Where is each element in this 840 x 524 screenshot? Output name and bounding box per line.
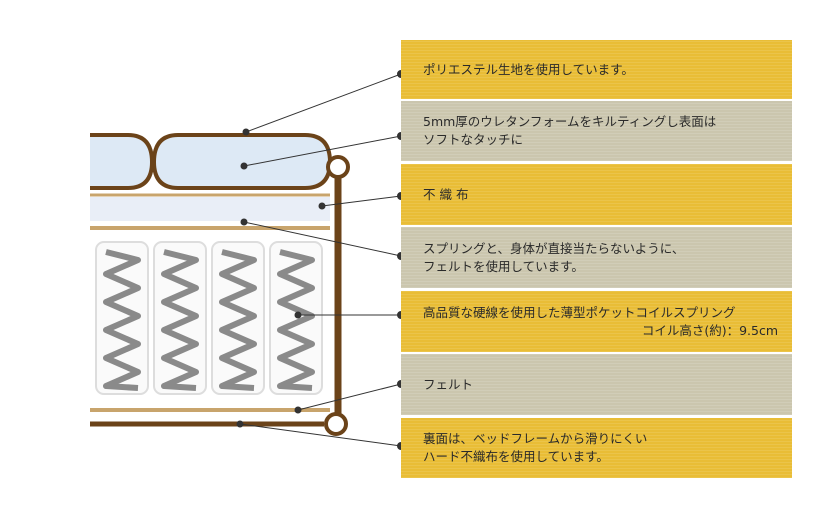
label-bottom-line1: 裏面は、ベッドフレームから滑りにくい: [423, 431, 648, 446]
label-coil-height: コイル高さ(約)：9.5cm: [641, 322, 778, 338]
leader-dot-nonwoven: [318, 202, 326, 210]
label-fabric: ポリエステル生地を使用しています。: [401, 40, 792, 99]
leader-foam: [243, 135, 402, 167]
leader-dot-bottom: [236, 420, 244, 428]
coil-pocket-2: [153, 241, 207, 395]
coil-pocket-1: [95, 241, 149, 395]
coil-pocket-3: [211, 241, 265, 395]
frame-ring-top: [326, 155, 350, 179]
leader-dot-coil: [294, 311, 302, 319]
quilt-left-pillow: [90, 135, 152, 188]
leader-dot-felt: [294, 406, 302, 414]
label-felt-note: スプリングと、身体が直接当たらないように、 フェルトを使用しています。: [401, 227, 792, 288]
label-foam-line2: ソフトなタッチに: [423, 132, 524, 147]
label-bottom: 裏面は、ベッドフレームから滑りにくい ハード不織布を使用しています。: [401, 418, 792, 478]
leader-dot-felt-note: [240, 218, 248, 226]
label-nonwoven-text: 不 織 布: [423, 186, 469, 202]
frame-ring-bottom: [324, 412, 348, 436]
quilt-right-pillow: [151, 133, 333, 190]
nonwoven-layer: [90, 197, 330, 221]
label-nonwoven: 不 織 布: [401, 164, 792, 225]
leader-felt: [297, 383, 402, 411]
leader-dot-fabric: [242, 128, 250, 136]
leader-fabric: [245, 73, 402, 133]
leader-nonwoven: [321, 195, 402, 207]
label-felt-note-line2: フェルトを使用しています。: [423, 258, 584, 274]
label-foam: 5mm厚のウレタンフォームをキルティングし表面は ソフトなタッチに: [401, 101, 792, 161]
label-coil: 高品質な硬線を使用した薄型ポケットコイルスプリング コイル高さ(約)：9.5cm: [401, 291, 792, 352]
label-coil-line1: 高品質な硬線を使用した薄型ポケットコイルスプリング: [423, 304, 736, 320]
label-foam-line1: 5mm厚のウレタンフォームをキルティングし表面は: [423, 114, 717, 129]
label-felt-note-line1: スプリングと、身体が直接当たらないように、: [423, 240, 685, 256]
label-felt: フェルト: [401, 354, 792, 415]
leader-felt-note: [243, 221, 402, 257]
coil-pocket-4: [269, 241, 323, 395]
label-fabric-text: ポリエステル生地を使用しています。: [423, 61, 634, 77]
quilt-left-outline: [90, 133, 155, 190]
leader-bottom: [239, 423, 402, 447]
leader-dot-foam: [240, 162, 248, 170]
label-felt-text: フェルト: [423, 376, 474, 392]
label-bottom-line2: ハード不織布を使用しています。: [423, 449, 609, 464]
